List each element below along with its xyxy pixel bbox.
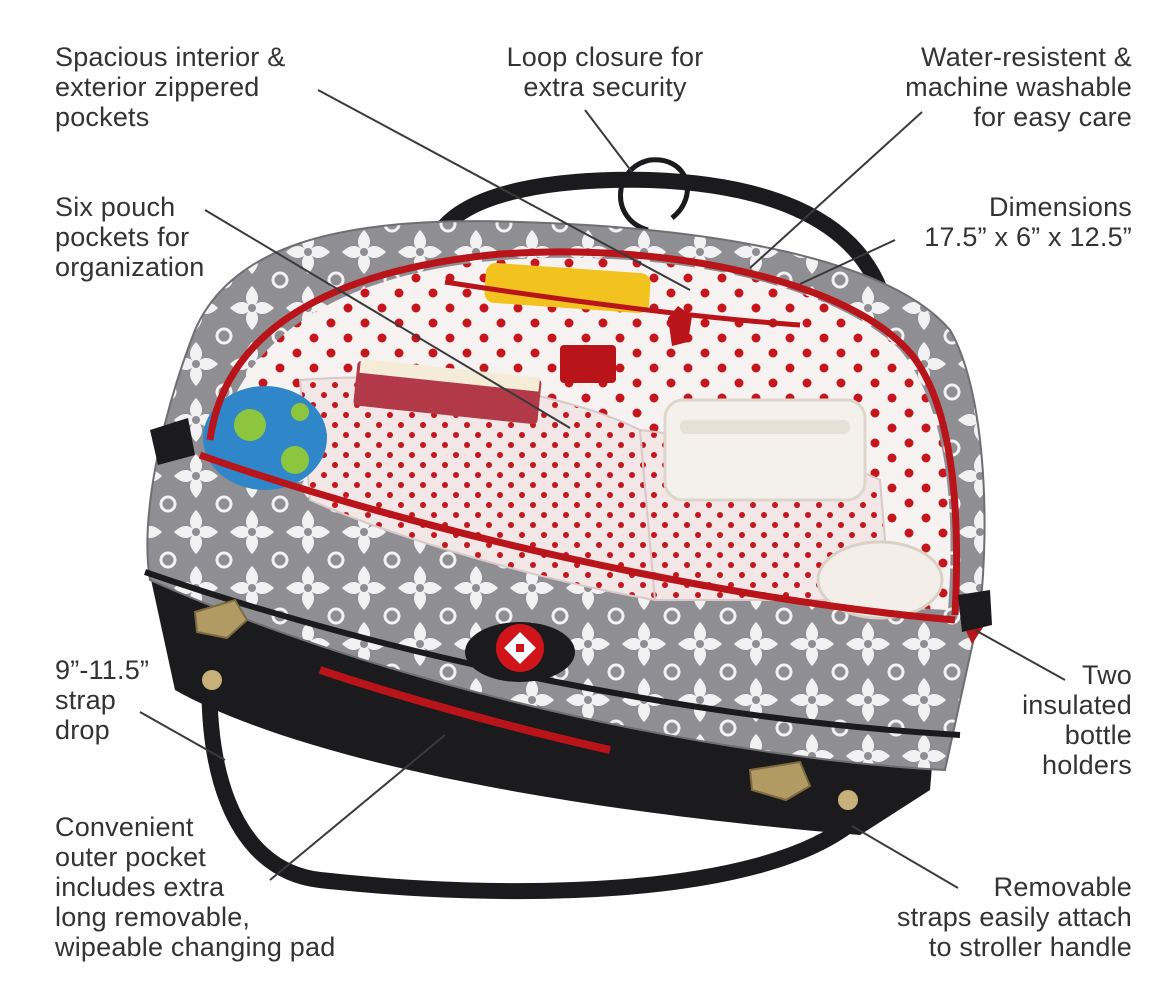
callout-outer-pocket: Convenient outer pocket includes extra l…	[55, 812, 335, 962]
callout-line: Spacious interior &	[55, 42, 286, 72]
callout-line: strap	[55, 685, 117, 715]
callout-line: exterior zippered	[55, 72, 260, 102]
callout-line: organization	[55, 252, 205, 282]
callout-loop-closure: Loop closure for extra security	[480, 42, 730, 102]
callout-line: for easy care	[973, 102, 1132, 132]
callout-line: pockets for	[55, 222, 190, 252]
callout-line: 17.5” x 6” x 12.5”	[924, 222, 1132, 252]
callout-line: straps easily attach	[896, 902, 1132, 932]
callout-line: Six pouch	[55, 192, 176, 222]
callout-line: to stroller handle	[928, 932, 1132, 962]
callout-line: includes extra	[55, 872, 225, 902]
callout-water-resistant: Water-resistent & machine washable for e…	[905, 42, 1132, 132]
brand-badge-icon	[465, 622, 575, 682]
callout-six-pouch: Six pouch pockets for organization	[55, 192, 205, 282]
callout-line: extra security	[523, 72, 687, 102]
clasp-icon	[193, 598, 858, 810]
callout-line: long removable,	[55, 902, 251, 932]
callout-line: pockets	[55, 102, 150, 132]
callout-line: bottle	[1064, 720, 1132, 750]
callout-line: Removable	[993, 872, 1132, 902]
callout-strap-drop: 9”-11.5” strap drop	[55, 655, 149, 745]
callout-line: Dimensions	[988, 192, 1132, 222]
callout-interior-pockets: Spacious interior & exterior zippered po…	[55, 42, 285, 132]
callout-line: Loop closure for	[506, 42, 704, 72]
callout-bottle-holders: Two insulated bottle holders	[1022, 660, 1132, 780]
callout-line: machine washable	[905, 72, 1132, 102]
callout-line: holders	[1042, 750, 1132, 780]
callout-line: outer pocket	[55, 842, 206, 872]
callout-line: wipeable changing pad	[55, 932, 336, 962]
loop-closure-icon	[618, 157, 690, 233]
callout-line: Water-resistent &	[921, 42, 1132, 72]
callout-line: Convenient	[55, 812, 194, 842]
callout-removable-straps: Removable straps easily attach to stroll…	[897, 872, 1132, 962]
callout-line: 9”-11.5”	[55, 655, 150, 685]
callout-line: insulated	[1022, 690, 1132, 720]
handle-icon	[432, 171, 888, 298]
callout-line: drop	[55, 715, 110, 745]
callout-line: Two	[1081, 660, 1132, 690]
callout-dimensions: Dimensions 17.5” x 6” x 12.5”	[924, 192, 1132, 252]
